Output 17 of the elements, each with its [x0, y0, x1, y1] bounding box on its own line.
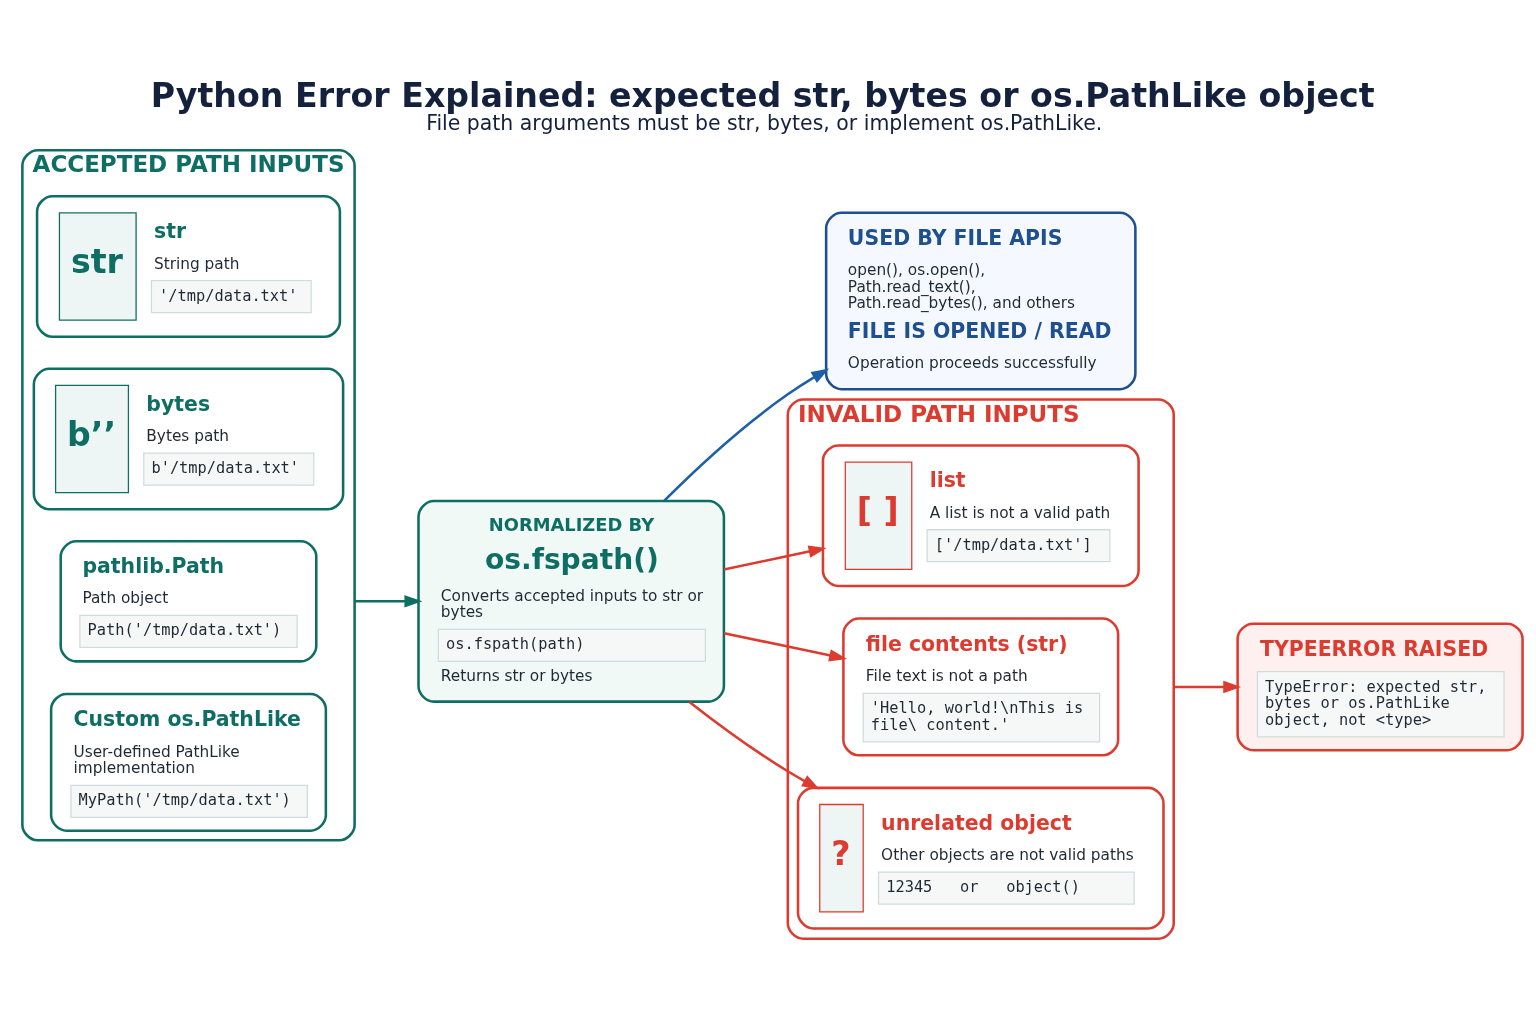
node-box: TYPEERROR RAISED TypeError: expected str, bytes or os.PathLike object, not <type>	[1236, 621, 1524, 751]
node-box: str str String path '/tmp/data.txt'	[35, 194, 342, 338]
arrow	[354, 594, 423, 608]
node-box: [ ] list A list is not a valid path ['/tmp/data.txt']	[821, 443, 1140, 587]
arrow	[1173, 680, 1242, 693]
diagram-title: Python Error Explained: expected str, bytes or os.PathLike object	[150, 75, 1375, 115]
node-box: file contents (str) File text is not a path 'Hello, world!\nThis is file\ content.'	[842, 616, 1120, 757]
arrow	[723, 544, 827, 571]
node-box: Custom os.PathLike User-defined PathLike implementation MyPath('/tmp/data.txt')	[49, 692, 328, 832]
node-box: NORMALIZED BY os.fspath() Converts accepted inputs to str or bytes os.fspath(path) Returns str or bytes	[417, 499, 726, 703]
node-box: USED BY FILE APIS open(), os.open(), Path.read_text(), Path.read_bytes(), and others FILE IS OPENED / READ Operation proceeds successfully	[824, 211, 1137, 390]
node-box: pathlib.Path Path object Path('/tmp/data.txt')	[59, 539, 318, 663]
node-box: b’’ bytes Bytes path b'/tmp/data.txt'	[32, 366, 345, 511]
arrow	[663, 367, 830, 502]
arrow	[688, 700, 820, 789]
node-box: ? unrelated object Other objects are not valid paths 12345 or object()	[796, 786, 1165, 930]
arrow	[723, 631, 848, 662]
